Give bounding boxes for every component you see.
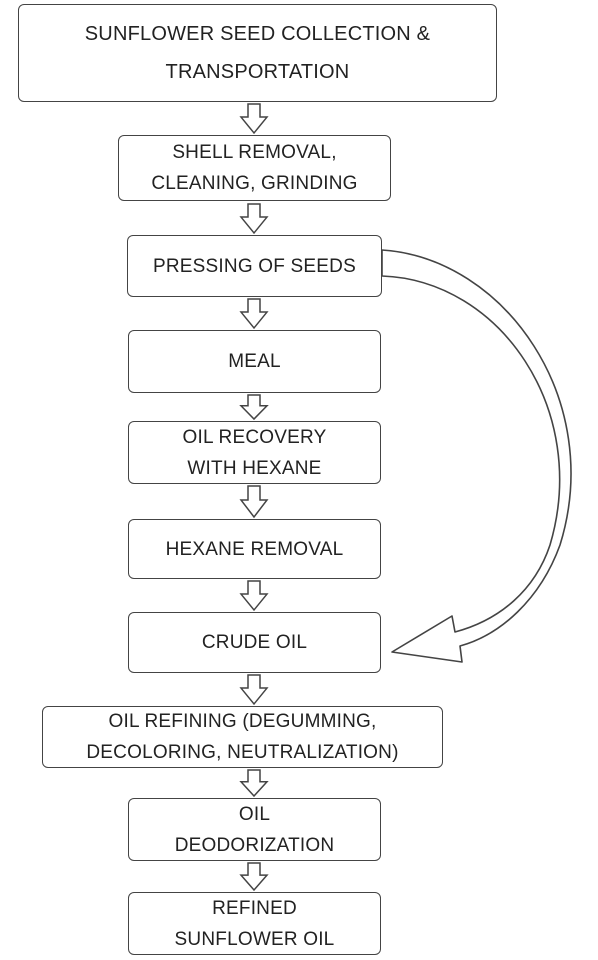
bypass-arrow-pressing-to-crude-oil xyxy=(381,249,572,663)
down-arrow-s8-to-s9 xyxy=(239,769,269,798)
down-arrow-s5-to-s6 xyxy=(239,485,269,519)
step-label: OIL REFINING (DEGUMMING, DECOLORING, NEU… xyxy=(86,711,399,763)
down-arrow-s2-to-s3 xyxy=(239,203,269,235)
step-oil-deodorization: OIL DEODORIZATION xyxy=(128,798,381,861)
step-crude-oil: CRUDE OIL xyxy=(128,612,381,673)
step-label: OIL RECOVERY WITH HEXANE xyxy=(182,426,327,479)
step-label: REFINED SUNFLOWER OIL xyxy=(174,897,335,950)
step-label: CRUDE OIL xyxy=(201,632,308,653)
down-arrow-s9-to-s10 xyxy=(239,862,269,892)
step-meal: MEAL xyxy=(128,330,381,393)
step-oil-refining: OIL REFINING (DEGUMMING, DECOLORING, NEU… xyxy=(42,706,443,768)
step-label: PRESSING OF SEEDS xyxy=(153,255,356,277)
down-arrow-s7-to-s8 xyxy=(239,674,269,706)
down-arrow-s4-to-s5 xyxy=(239,394,269,421)
step-label: SUNFLOWER SEED COLLECTION & TRANSPORTATI… xyxy=(84,23,431,83)
step-oil-recovery: OIL RECOVERY WITH HEXANE xyxy=(128,421,381,484)
down-arrow-s1-to-s2 xyxy=(239,103,269,135)
down-arrows xyxy=(239,103,269,892)
down-arrow-s6-to-s7 xyxy=(239,580,269,612)
step-label: HEXANE REMOVAL xyxy=(165,538,344,560)
step-hexane-removal: HEXANE REMOVAL xyxy=(128,519,381,579)
step-refined-oil: REFINED SUNFLOWER OIL xyxy=(128,892,381,955)
step-label: SHELL REMOVAL, CLEANING, GRINDING xyxy=(151,142,358,194)
step-shell-removal: SHELL REMOVAL, CLEANING, GRINDING xyxy=(118,135,391,201)
step-label: MEAL xyxy=(228,351,281,372)
step-label: OIL DEODORIZATION xyxy=(174,803,335,856)
down-arrow-s3-to-s4 xyxy=(239,298,269,330)
step-pressing-of-seeds: PRESSING OF SEEDS xyxy=(127,235,382,297)
step-seed-collection: SUNFLOWER SEED COLLECTION & TRANSPORTATI… xyxy=(18,4,497,102)
